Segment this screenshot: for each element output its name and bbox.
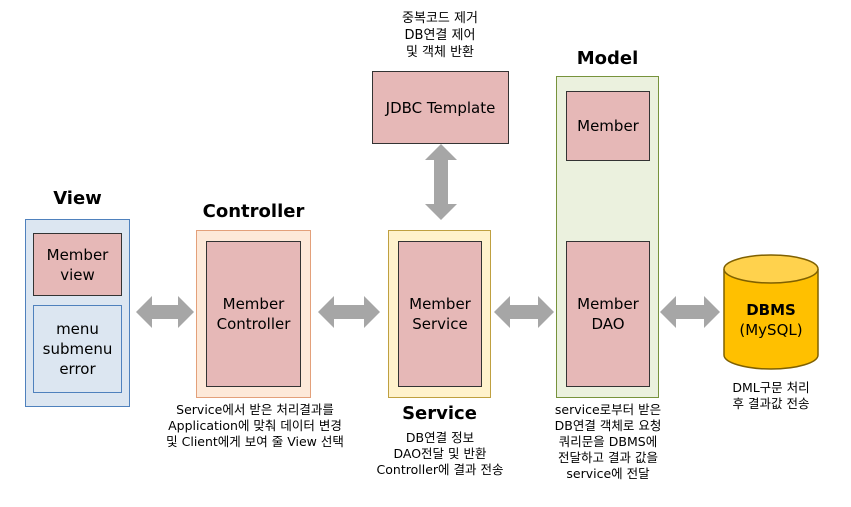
controller-title: Controller [202,201,305,222]
dbms-subtitle: (MySQL) [739,321,803,339]
model-container: Member Member DAO [556,76,659,398]
view-container: Member view menu submenu error [25,219,130,407]
service-title: Service [402,403,477,424]
member-dao-box: Member DAO [566,241,650,387]
jdbc-note: 중복코드 제거 DB연결 제어 및 객체 반환 [402,11,478,60]
database-icon [723,254,819,370]
menu-box: menu submenu error [33,305,122,393]
controller-container: Member Controller [196,230,311,398]
arrow-view-controller [136,296,194,328]
model-note: service로부터 받은 DB연결 객체로 요청 쿼리문을 DBMS에 전달하… [554,402,662,481]
service-container: Member Service [388,230,491,398]
member-box: Member [566,91,650,161]
dbms-note: DML구문 처리 후 결과값 전송 [732,380,810,411]
arrow-jdbc-service [425,144,457,220]
jdbc-template-box: JDBC Template [372,71,509,144]
view-title: View [53,188,102,209]
controller-note: Service에서 받은 처리결과를 Application에 맞춰 데이터 변… [166,402,344,449]
member-controller-box: Member Controller [206,241,301,387]
service-note: DB연결 정보 DAO전달 및 반환 Controller에 결과 전송 [376,430,504,477]
model-title: Model [576,48,639,69]
dbms-cylinder: DBMS (MySQL) [722,253,820,371]
arrow-dao-dbms [660,296,720,328]
member-service-box: Member Service [398,241,482,387]
member-view-box: Member view [33,233,122,296]
arrow-service-dao [494,296,554,328]
arrow-controller-service [318,296,380,328]
dbms-title: DBMS [746,301,796,319]
